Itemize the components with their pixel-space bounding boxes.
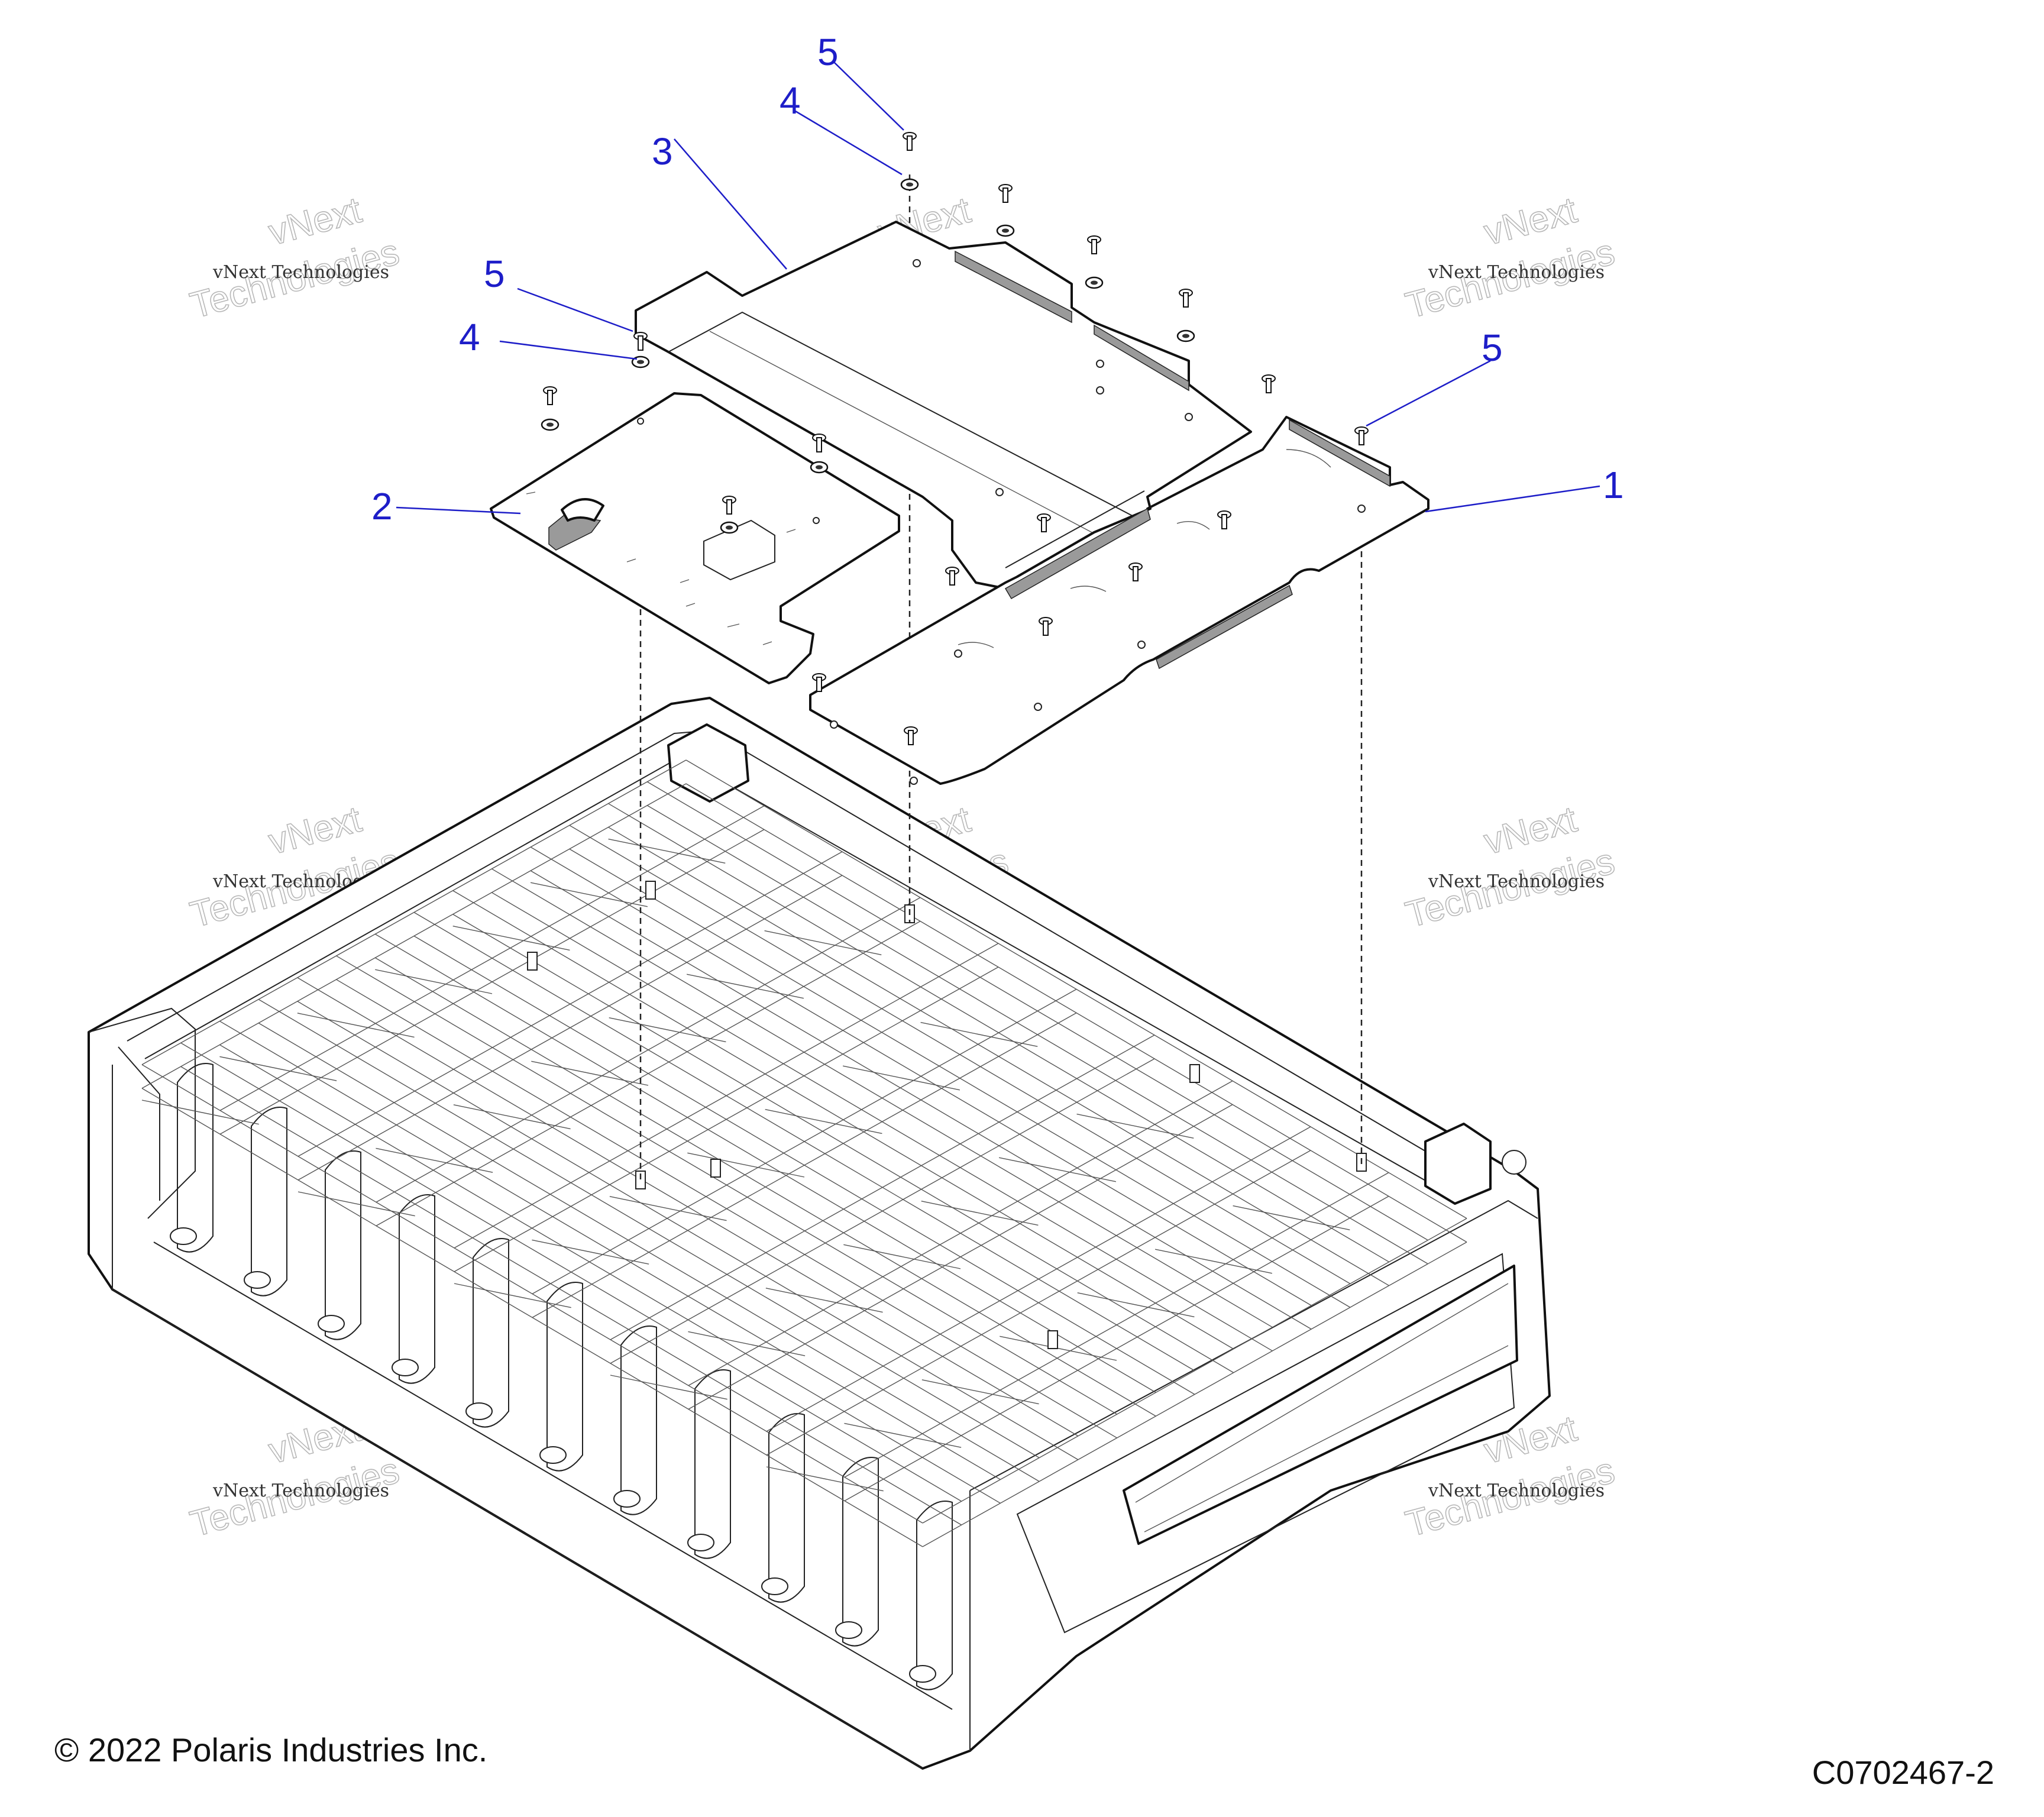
- svg-text:vNext Technologies: vNext Technologies: [1428, 871, 1605, 892]
- callout-1: 1: [1603, 464, 1624, 506]
- svg-text:vNext Technologies: vNext Technologies: [212, 262, 389, 283]
- callout-labels: 1 2 3 4 4 5 5 5: [371, 31, 1624, 528]
- svg-text:vNext Technologies: vNext Technologies: [1428, 1480, 1605, 1501]
- floor-panel-right: [809, 416, 1429, 785]
- callout-4-left: 4: [459, 316, 480, 358]
- callout-leaders: [396, 62, 1600, 515]
- floor-panel-left: [490, 392, 900, 684]
- callout-5-left: 5: [484, 253, 505, 295]
- svg-text:vNext Technologies: vNext Technologies: [212, 1480, 389, 1501]
- callout-5-upper: 5: [817, 31, 839, 73]
- callout-5-right: 5: [1482, 326, 1503, 369]
- callout-3: 3: [652, 130, 673, 173]
- assembly-lines: [639, 174, 1363, 1183]
- callout-2: 2: [371, 485, 393, 528]
- figure-id: C0702467-2: [1812, 1754, 1994, 1791]
- cargo-box-frame: [88, 697, 1551, 1770]
- copyright-notice: © 2022 Polaris Industries Inc.: [54, 1731, 488, 1768]
- callout-4-upper: 4: [780, 79, 801, 122]
- svg-text:vNext Technologies: vNext Technologies: [1428, 262, 1605, 283]
- floor-panel-rear: [635, 221, 1252, 590]
